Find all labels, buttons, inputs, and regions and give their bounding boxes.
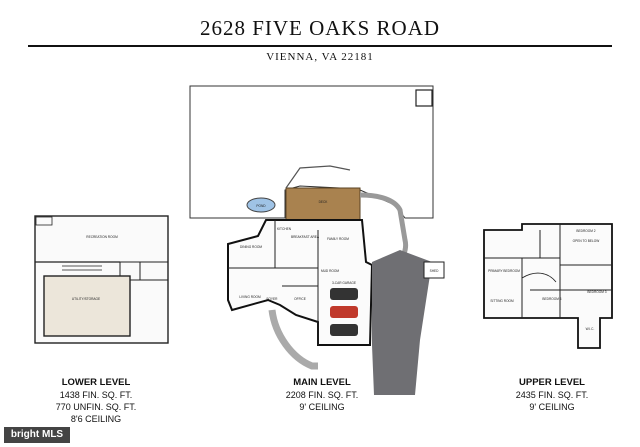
upper-level-plan xyxy=(483,223,613,349)
lower-level-label: LOWER LEVEL 1438 FIN. SQ. FT. 770 UNFIN.… xyxy=(26,377,166,425)
city-subtitle: VIENNA, VA 22181 xyxy=(0,51,640,63)
city-text: VIENNA, VA 22181 xyxy=(258,51,382,63)
room-label-dining: DINING ROOM xyxy=(240,245,262,249)
utility-storage-area xyxy=(43,275,131,337)
lower-level-unfinished: 770 UNFIN. SQ. FT. xyxy=(55,402,137,412)
upper-level-name: UPPER LEVEL xyxy=(519,377,585,388)
room-label-wic: W.I.C. xyxy=(586,327,595,331)
mls-watermark: bright MLS xyxy=(4,427,70,443)
room-label-open-below: OPEN TO BELOW xyxy=(573,239,600,243)
lower-level-plan xyxy=(34,215,169,344)
address-title: 2628 FIVE OAKS ROAD xyxy=(199,16,441,40)
deck xyxy=(285,187,361,221)
upper-level-ceiling: 9' CEILING xyxy=(529,402,575,412)
lower-level-finished: 1438 FIN. SQ. FT. xyxy=(59,390,133,400)
main-level-label: MAIN LEVEL 2208 FIN. SQ. FT. 9' CEILING xyxy=(252,377,392,413)
room-label-kitchen: KITCHEN xyxy=(277,227,292,231)
driveway xyxy=(372,250,432,395)
room-label-pond: POND xyxy=(256,204,266,208)
main-level-ceiling: 9' CEILING xyxy=(299,402,345,412)
front-walk xyxy=(268,309,318,370)
main-level-name: MAIN LEVEL xyxy=(293,377,351,388)
car-dark-1 xyxy=(330,288,358,300)
room-label-breakfast: BREAKFAST AREA xyxy=(291,235,320,239)
room-label-foyer: FOYER xyxy=(267,297,279,301)
room-label-utility: UTILITY/STORAGE xyxy=(72,297,100,301)
room-label-bedroom4: BEDROOM 4 xyxy=(542,297,561,301)
main-level-finished: 2208 FIN. SQ. FT. xyxy=(285,390,359,400)
car-dark-2 xyxy=(330,324,358,336)
room-label-garage: 3-CAR GARAGE xyxy=(332,281,356,285)
lower-level-name: LOWER LEVEL xyxy=(61,377,131,388)
upper-level-label: UPPER LEVEL 2435 FIN. SQ. FT. 9' CEILING xyxy=(482,377,622,413)
boundary-corner-structure xyxy=(415,89,433,107)
room-label-office: OFFICE xyxy=(294,297,306,301)
room-label-deck: DECK xyxy=(319,200,329,204)
pond xyxy=(246,197,276,213)
room-label-bedroom2: BEDROOM 2 xyxy=(576,229,595,233)
upper-level-finished: 2435 FIN. SQ. FT. xyxy=(515,390,589,400)
car-red xyxy=(330,306,358,318)
room-label-mud: MUD ROOM xyxy=(321,269,339,273)
shed xyxy=(423,261,445,279)
room-label-bedroom3: BEDROOM 3 xyxy=(587,290,606,294)
main-level-plan xyxy=(189,85,445,395)
room-label-family: FAMILY ROOM xyxy=(327,237,349,241)
title-rule xyxy=(28,45,612,47)
room-label-living: LIVING ROOM xyxy=(239,295,261,299)
header: 2628 FIVE OAKS ROAD VIENNA, VA 22181 xyxy=(0,0,640,70)
lower-level-ceiling: 8'6 CEILING xyxy=(70,414,122,424)
room-label-primary: PRIMARY BEDROOM xyxy=(488,269,520,273)
room-label-sitting: SITTING ROOM xyxy=(490,299,514,303)
room-label-recreation: RECREATION ROOM xyxy=(86,235,118,239)
upper-level-outline xyxy=(483,223,613,349)
room-label-shed: SHED xyxy=(430,269,440,273)
